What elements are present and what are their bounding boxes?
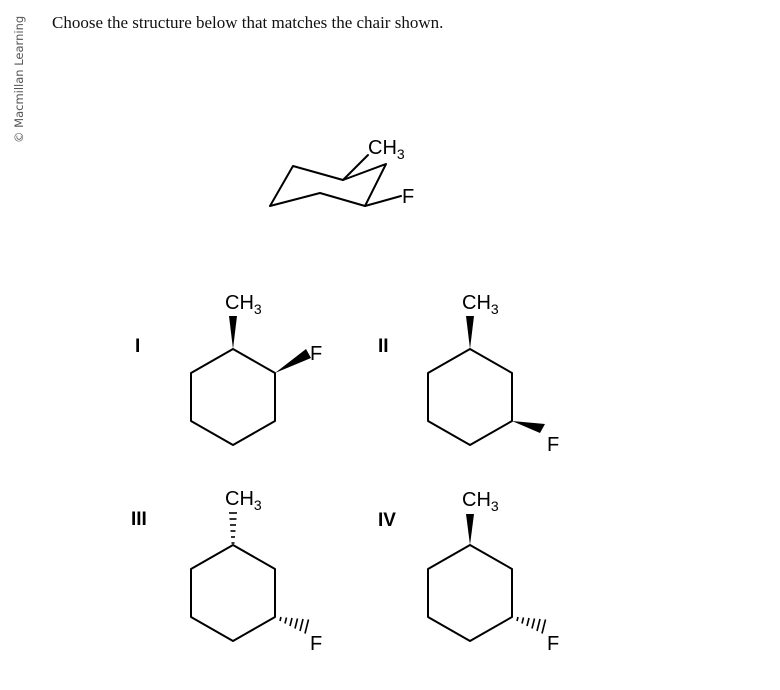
chair-bond-ch3 (342, 154, 369, 181)
option-iv-ring (427, 544, 513, 642)
chair-f-label: F (402, 186, 414, 208)
option-ii-numeral: II (378, 336, 389, 357)
option-ii-ch3-wedge (466, 316, 474, 349)
option-ii-f-label: F (547, 434, 559, 456)
option-iii-f-hash (279, 616, 310, 634)
option-i-numeral: I (135, 336, 140, 357)
option-ii[interactable]: II CH3 F (378, 292, 559, 456)
option-i-ch3-label: CH3 (225, 292, 262, 317)
option-iii-ch3-label: CH3 (225, 488, 262, 513)
option-iv-ch3-label: CH3 (462, 489, 499, 514)
option-iii-f-label: F (310, 633, 322, 655)
option-iii-ch3-hash (229, 512, 237, 544)
option-ii-ring (427, 348, 513, 446)
option-iii[interactable]: III CH3 F (131, 488, 322, 655)
option-iv[interactable]: IV CH3 F (378, 489, 559, 655)
chair-conformation: CH3 F (269, 137, 414, 208)
option-iv-numeral: IV (378, 510, 396, 531)
option-iii-numeral: III (131, 509, 147, 530)
option-iv-f-label: F (547, 633, 559, 655)
chair-ch3-label: CH3 (368, 137, 405, 162)
option-iii-ring (190, 544, 276, 642)
option-ii-ch3-label: CH3 (462, 292, 499, 317)
option-i-f-label: F (310, 343, 322, 365)
option-i[interactable]: I CH3 F (135, 292, 322, 446)
option-ii-f-wedge (512, 421, 545, 433)
option-iv-f-hash (516, 616, 547, 634)
chair-bond-f (364, 195, 402, 207)
question-prompt: Choose the structure below that matches … (52, 13, 444, 32)
chair-ring (269, 163, 387, 207)
option-i-ch3-wedge (229, 316, 237, 349)
option-iv-ch3-wedge (466, 514, 474, 545)
option-i-f-wedge (275, 349, 311, 373)
option-i-ring (190, 348, 276, 446)
